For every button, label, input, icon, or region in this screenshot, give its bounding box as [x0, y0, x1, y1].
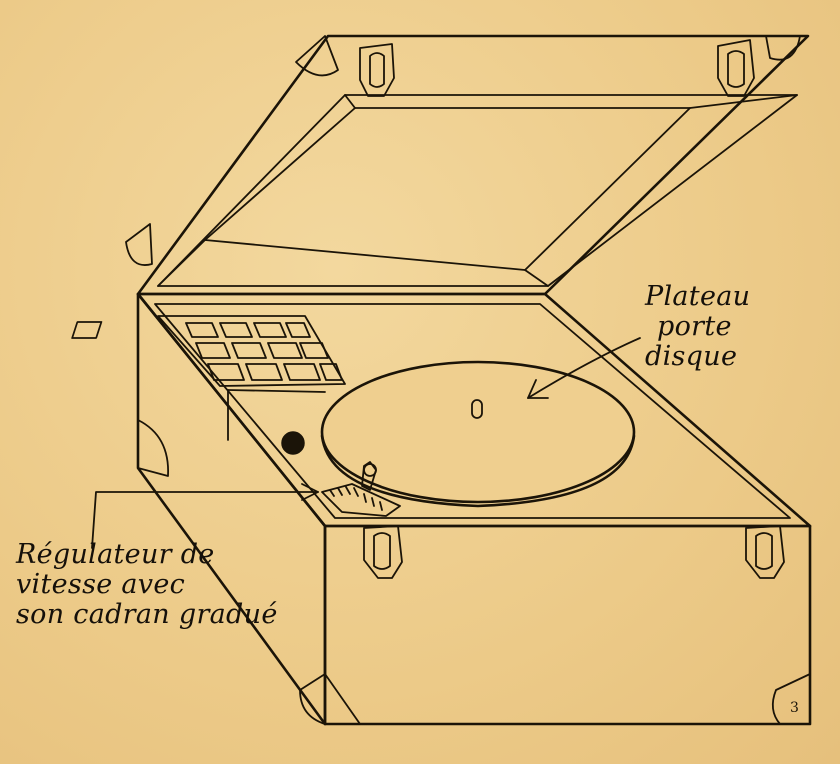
- turntable-platter: [320, 360, 636, 508]
- lid-recess-panel: [204, 107, 691, 271]
- lid: [136, 34, 810, 296]
- speed-regulator: [321, 461, 401, 517]
- label-regulateur: Régulateur de vitesse avec son cadran gr…: [16, 540, 278, 630]
- lid-outer-frame: [136, 34, 810, 296]
- label-regulateur-line-1: Régulateur de: [16, 539, 215, 570]
- case-corner-bracket-bottom-right: [771, 673, 811, 725]
- label-plateau-line-1: Plateau: [645, 281, 751, 312]
- corner-mark: 3: [790, 700, 799, 716]
- lid-side-bracket: [125, 223, 153, 266]
- lid-latch-right: [717, 39, 755, 97]
- label-plateau-line-3: disque: [645, 341, 738, 372]
- spindle: [471, 399, 483, 419]
- lid-corner-bracket-right: [765, 35, 801, 61]
- label-regulateur-line-3: son cadran gradué: [16, 599, 278, 630]
- lid-corner-bracket-left: [295, 35, 339, 77]
- case-front: [323, 524, 812, 726]
- arrow-regulateur: [91, 483, 319, 549]
- case-corner-bracket-bottom-left: [299, 673, 361, 725]
- label-plateau: Plateau porte disque: [645, 282, 750, 372]
- label-plateau-line-2: porte: [657, 311, 732, 342]
- label-regulateur-line-2: vitesse avec: [16, 569, 186, 600]
- case-corner-bracket-left: [137, 419, 169, 477]
- case-latch-left: [363, 525, 403, 579]
- case-deck: [154, 303, 791, 519]
- case-latch-right: [745, 525, 785, 579]
- needle-box-grid: [71, 315, 346, 387]
- lid-latch-left: [359, 43, 395, 97]
- control-knob: [281, 431, 305, 455]
- lid-inner-frame: [157, 94, 798, 287]
- arrow-plateau: [527, 337, 641, 399]
